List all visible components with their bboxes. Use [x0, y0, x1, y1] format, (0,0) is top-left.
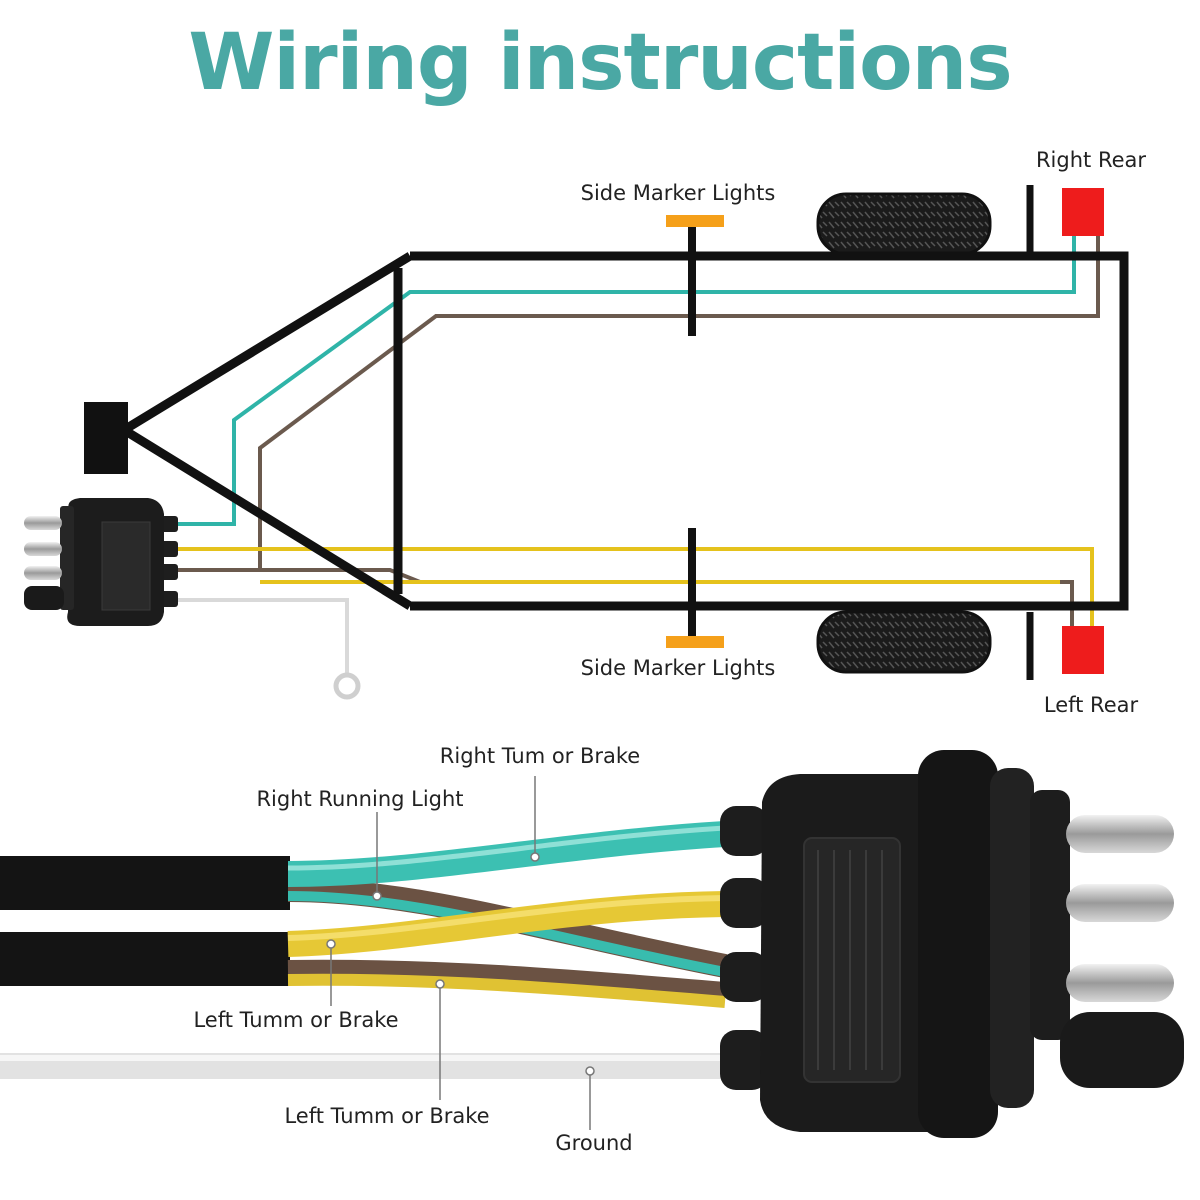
side-marker-top	[666, 215, 724, 336]
green-wire-closeup-top	[287, 821, 726, 887]
left-wheel	[816, 610, 992, 674]
side-marker-lights-label-top: Side Marker Lights	[581, 181, 776, 205]
hitch-coupler	[84, 402, 128, 474]
right-running-label: Right Running Light	[256, 787, 463, 811]
yellow-wire-closeup-upper	[287, 891, 726, 957]
callout-leaders	[326, 776, 595, 1130]
brown-wire	[175, 236, 1100, 572]
brown-wire-closeup-lower	[287, 959, 727, 1006]
cable-jacket-upper	[0, 856, 290, 910]
ground-label: Ground	[555, 1131, 632, 1155]
left-rear-label: Left Rear	[1044, 693, 1139, 717]
right-wheel	[816, 192, 992, 256]
left-turn-label: Left Tumm or Brake	[193, 1008, 398, 1032]
left-rear-light	[1062, 626, 1104, 674]
trailer-wires	[175, 236, 1100, 674]
trailer-schematic: Side Marker Lights Side Marker Lights Ri…	[24, 148, 1146, 717]
yellow-wire-closeup-lower	[287, 973, 726, 1008]
right-rear-label: Right Rear	[1036, 148, 1146, 172]
small-4pin-connector	[24, 498, 178, 626]
ground-ring-icon	[333, 672, 361, 700]
cable-jacket-lower	[0, 932, 290, 986]
right-turn-label: Right Tum or Brake	[440, 744, 640, 768]
green-wire	[175, 236, 1076, 526]
page-title: Wiring instructions	[188, 18, 1012, 108]
large-4pin-connector	[720, 750, 1184, 1138]
side-marker-lights-label-bottom: Side Marker Lights	[581, 656, 776, 680]
white-ground-wire	[175, 598, 349, 674]
connector-closeup: Right Tum or Brake Right Running Light L…	[0, 744, 1184, 1155]
left-running-label: Left Tumm or Brake	[284, 1104, 489, 1128]
right-rear-light	[1062, 188, 1104, 236]
trailer-frame	[115, 251, 1129, 611]
side-marker-bottom	[666, 528, 724, 648]
